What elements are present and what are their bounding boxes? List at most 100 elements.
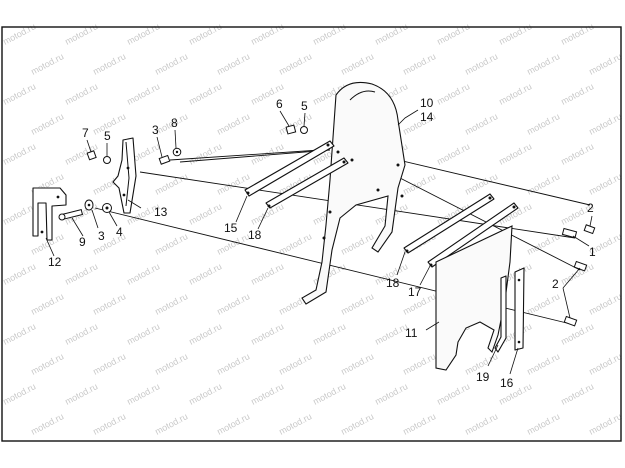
- callout-18-right: 18: [386, 276, 400, 290]
- watermark-text: motod.ru: [91, 291, 127, 317]
- watermark-text: motod.ru: [215, 231, 251, 257]
- watermark-text: motod.ru: [215, 411, 251, 437]
- watermark-text: motod.ru: [249, 321, 285, 347]
- watermark-text: motod.ru: [29, 411, 65, 437]
- watermark-text: motod.ru: [435, 381, 471, 407]
- watermark-text: motod.ru: [463, 411, 499, 437]
- callout-10: 10: [420, 96, 434, 110]
- strip-part-18-left: [265, 157, 349, 209]
- watermark-text: motod.ru: [125, 81, 161, 107]
- watermark-text: motod.ru: [125, 261, 161, 287]
- diagram-frame: [1, 26, 622, 442]
- watermark-text: motod.ru: [435, 81, 471, 107]
- watermark-text: motod.ru: [525, 51, 561, 77]
- callout-2-bottom: 2: [552, 277, 559, 291]
- watermark-text: motod.ru: [1, 321, 37, 347]
- watermark-text: motod.ru: [339, 231, 375, 257]
- strip-part-16: [244, 140, 335, 197]
- watermark-text: motod.ru: [1, 81, 37, 107]
- watermark-text: motod.ru: [587, 411, 623, 437]
- watermark-text: motod.ru: [559, 81, 595, 107]
- watermark-text: motod.ru: [1, 21, 37, 47]
- callout-18-left: 18: [248, 228, 262, 242]
- watermark-text: motod.ru: [559, 141, 595, 167]
- watermark-text: motod.ru: [1, 261, 37, 287]
- watermark-text: motod.ru: [463, 111, 499, 137]
- watermark-text: motod.ru: [525, 291, 561, 317]
- callout-6: 6: [276, 97, 283, 111]
- watermark-text: motod.ru: [153, 231, 189, 257]
- watermark-text: motod.ru: [401, 171, 437, 197]
- watermark-text: motod.ru: [187, 21, 223, 47]
- watermark-text: motod.ru: [497, 21, 533, 47]
- watermark-text: motod.ru: [153, 351, 189, 377]
- watermark-text: motod.ru: [339, 411, 375, 437]
- callout-5-left: 5: [104, 129, 111, 143]
- watermark-text: motod.ru: [125, 21, 161, 47]
- watermark-text: motod.ru: [187, 261, 223, 287]
- callout-3-upper: 3: [152, 123, 159, 137]
- callout-7: 7: [82, 126, 89, 140]
- watermark-text: motod.ru: [29, 111, 65, 137]
- callout-8: 8: [171, 116, 178, 130]
- watermark-text: motod.ru: [215, 111, 251, 137]
- watermark-text: motod.ru: [125, 321, 161, 347]
- strip-part-19: [494, 275, 507, 353]
- callout-12: 12: [48, 255, 62, 269]
- nut-part-4: [102, 203, 112, 213]
- watermark-text: motod.ru: [187, 141, 223, 167]
- callout-1: 1: [589, 245, 596, 259]
- watermark-text: motod.ru: [153, 51, 189, 77]
- watermark-text: motod.ru: [277, 231, 313, 257]
- callout-13: 13: [154, 205, 168, 219]
- watermark-text: motod.ru: [339, 51, 375, 77]
- watermark-text: motod.ru: [587, 51, 623, 77]
- watermark-text: motod.ru: [215, 51, 251, 77]
- watermark-text: motod.ru: [311, 21, 347, 47]
- watermark-text: motod.ru: [373, 321, 409, 347]
- watermark-text: motod.ru: [29, 351, 65, 377]
- watermark-text: motod.ru: [587, 171, 623, 197]
- watermark-text: motod.ru: [63, 21, 99, 47]
- watermark-layer: motod.ru motod.ru motod.ru motod.ru motod.ru…: [1, 21, 623, 437]
- bolt-part-2-top: [583, 224, 596, 235]
- watermark-text: motod.ru: [1, 201, 37, 227]
- watermark-text: motod.ru: [91, 411, 127, 437]
- callout-11: 11: [405, 326, 418, 340]
- watermark-text: motod.ru: [187, 81, 223, 107]
- callout-17: 17: [408, 285, 422, 299]
- callout-2-top: 2: [587, 201, 594, 215]
- watermark-text: motod.ru: [435, 141, 471, 167]
- hardware-part-5-left: [103, 156, 111, 164]
- watermark-text: motod.ru: [215, 291, 251, 317]
- watermark-text: motod.ru: [339, 351, 375, 377]
- washer-part-5-right: [300, 126, 308, 134]
- callout-16: 15: [224, 221, 238, 235]
- watermark-text: motod.ru: [249, 21, 285, 47]
- hardware-part-7: [86, 150, 97, 161]
- watermark-text: motod.ru: [29, 51, 65, 77]
- watermark-text: motod.ru: [587, 291, 623, 317]
- bolt-part-6: [285, 124, 297, 135]
- watermark-text: motod.ru: [401, 351, 437, 377]
- watermark-text: motod.ru: [277, 351, 313, 377]
- lower-panel-part-11: [435, 225, 513, 371]
- watermark-text: motod.ru: [1, 381, 37, 407]
- watermark-text: motod.ru: [497, 141, 533, 167]
- watermark-text: motod.ru: [435, 21, 471, 47]
- watermark-text: motod.ru: [277, 411, 313, 437]
- watermark-text: motod.ru: [1, 141, 37, 167]
- watermark-text: motod.ru: [91, 351, 127, 377]
- watermark-text: motod.ru: [525, 171, 561, 197]
- watermark-text: motod.ru: [125, 381, 161, 407]
- watermark-text: motod.ru: [153, 291, 189, 317]
- bolt-part-1: [561, 227, 578, 239]
- callout-19: 19: [476, 370, 490, 384]
- watermark-text: motod.ru: [249, 261, 285, 287]
- watermark-text: motod.ru: [63, 81, 99, 107]
- watermark-text: motod.ru: [559, 321, 595, 347]
- watermark-text: motod.ru: [559, 381, 595, 407]
- hardware-part-8: [172, 147, 182, 157]
- strip-part-18-right: [403, 193, 495, 254]
